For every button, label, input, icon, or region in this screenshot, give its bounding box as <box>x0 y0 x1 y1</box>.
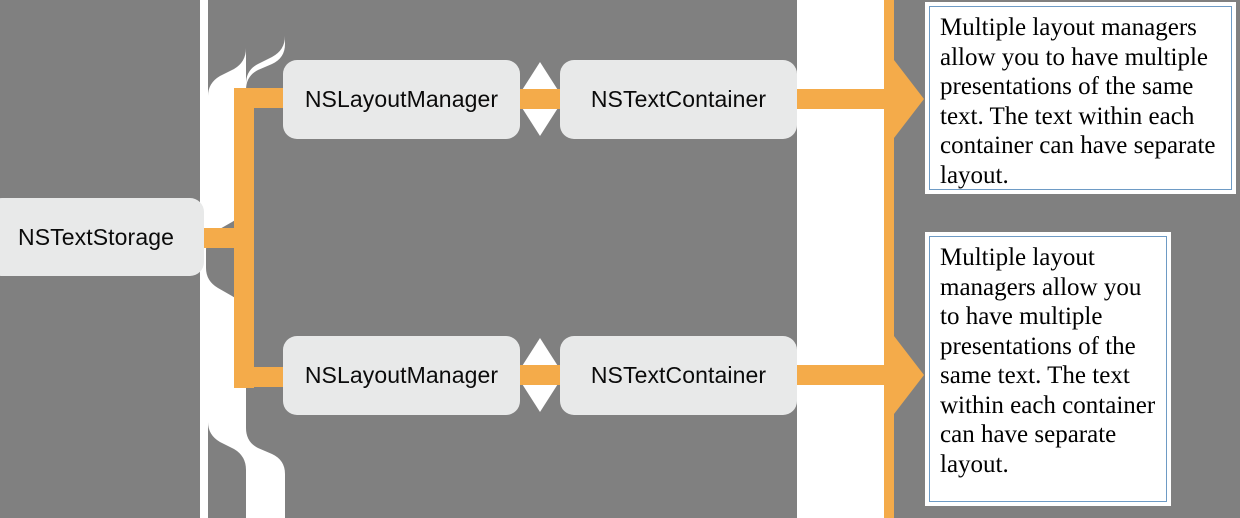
node-label: NSTextContainer <box>590 362 767 388</box>
storage-branch-connector <box>198 88 290 388</box>
node-nslayoutmanager-top[interactable]: NSLayoutManager <box>283 60 520 139</box>
left-connector-halo <box>200 0 285 518</box>
callout-box-top: Multiple layout managers allow you to ha… <box>925 2 1236 194</box>
halo-notches <box>200 0 285 518</box>
callout-text: Multiple layout managers allow you to ha… <box>929 236 1167 502</box>
arrow-to-callout-1 <box>793 47 924 151</box>
node-nstextcontainer-bottom[interactable]: NSTextContainer <box>560 336 797 415</box>
node-label: NSLayoutManager <box>304 362 499 388</box>
node-label: NSTextStorage <box>18 223 174 250</box>
right-vertical-stem <box>884 0 894 518</box>
callout-text: Multiple layout managers allow you to ha… <box>929 6 1232 190</box>
diamond-connector-bottom <box>516 338 566 412</box>
node-nslayoutmanager-bottom[interactable]: NSLayoutManager <box>283 336 520 415</box>
diamond-connector-top <box>516 62 566 136</box>
node-nstextstorage[interactable]: NSTextStorage <box>0 198 204 276</box>
node-nstextcontainer-top[interactable]: NSTextContainer <box>560 60 797 139</box>
node-label: NSLayoutManager <box>304 86 499 112</box>
callout-box-bottom: Multiple layout managers allow you to ha… <box>925 232 1171 506</box>
node-label: NSTextContainer <box>590 86 767 112</box>
arrow-to-callout-2 <box>793 323 924 427</box>
right-connector-halo <box>797 0 890 518</box>
